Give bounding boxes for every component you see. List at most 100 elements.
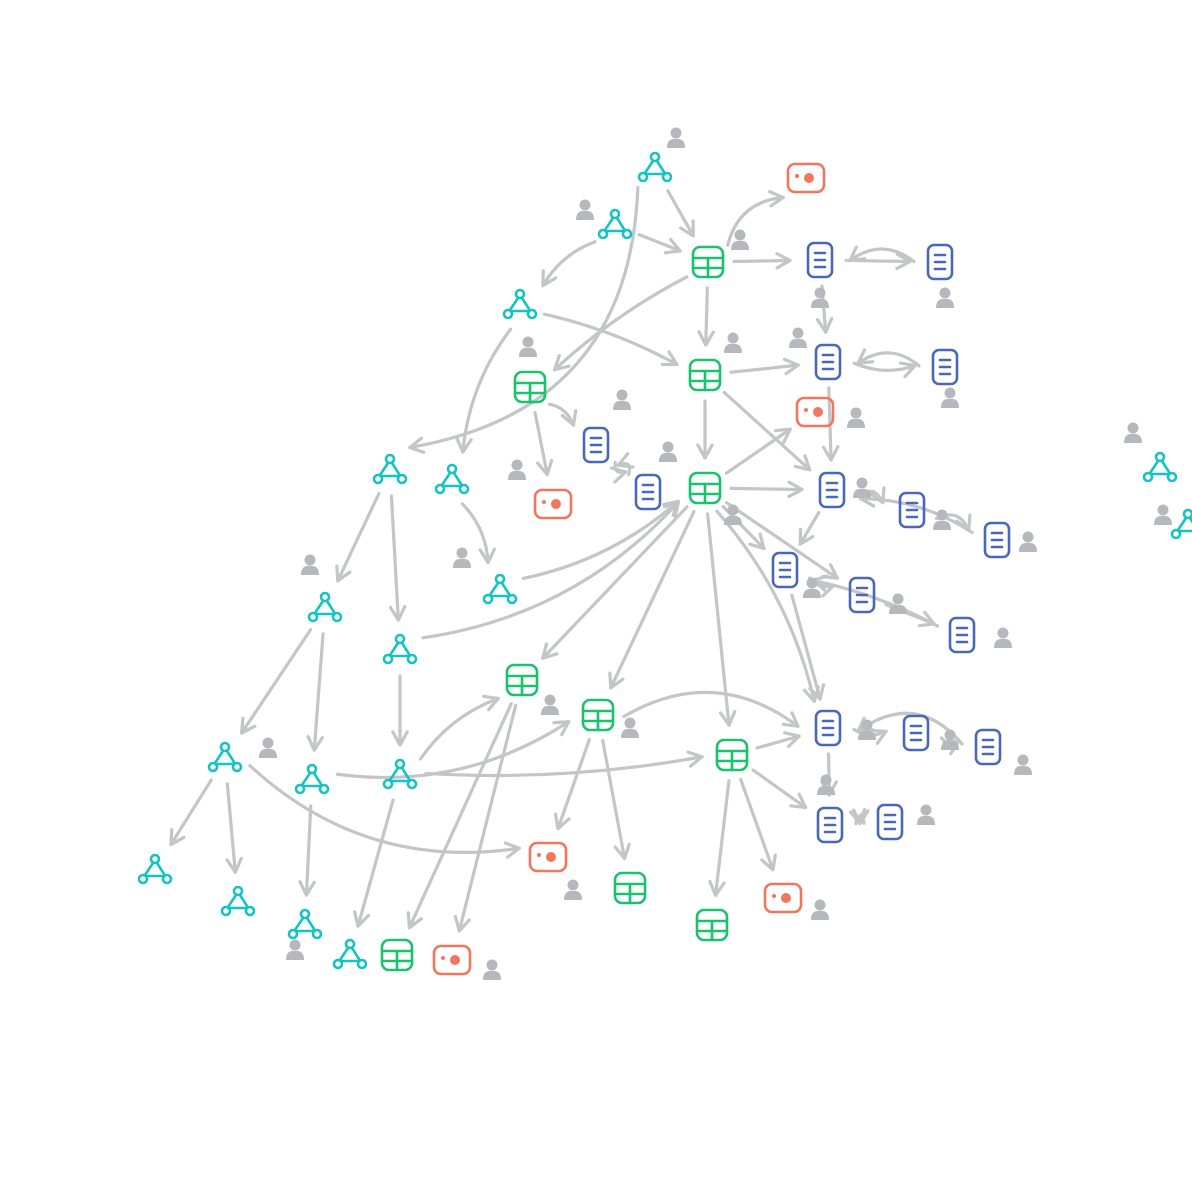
- edge-t3-d3: [729, 357, 800, 376]
- branch-icon: [294, 763, 330, 795]
- user-icon: [301, 554, 319, 575]
- branch-icon: [332, 938, 368, 970]
- table-icon: [581, 698, 615, 732]
- edge-t3-t4: [696, 399, 714, 460]
- branch-icon: [382, 758, 418, 790]
- document-icon: [898, 491, 926, 529]
- edge-d3-d4: [852, 361, 917, 379]
- edge-t4-d7: [729, 480, 804, 499]
- edge-b7-b9: [240, 628, 313, 735]
- edge-t7-d13: [755, 731, 801, 750]
- user-icon: [659, 441, 677, 462]
- document-icon: [814, 343, 842, 381]
- user-icon: [731, 229, 749, 250]
- edge-t3-d7: [722, 390, 812, 472]
- camera-icon: [432, 944, 472, 976]
- camera-icon: [786, 162, 826, 194]
- edge-t6-d13: [622, 690, 800, 728]
- table-icon: [715, 738, 749, 772]
- edge-t6-t8: [601, 738, 631, 861]
- user-icon: [853, 477, 871, 498]
- branch-icon: [287, 908, 323, 940]
- edge-b11-t5: [418, 694, 500, 761]
- edge-t4-t5: [541, 505, 689, 660]
- camera-icon: [795, 396, 835, 428]
- user-icon: [858, 719, 876, 740]
- user-icon: [817, 774, 835, 795]
- node-layer: [137, 151, 1192, 976]
- user-icon: [941, 729, 959, 750]
- branch-icon: [307, 591, 343, 623]
- user-icon: [508, 459, 526, 480]
- edge-d5-d6: [609, 460, 628, 484]
- document-icon: [771, 551, 799, 589]
- edge-t1-t3: [697, 286, 715, 347]
- branch-icon: [502, 288, 538, 320]
- edge-b9-b13: [225, 782, 243, 874]
- document-icon: [634, 473, 662, 511]
- edge-t7-d16: [751, 768, 808, 810]
- edge-d10-d13: [790, 593, 826, 701]
- edge-b8-b11: [391, 674, 409, 747]
- edge-d2-d1: [848, 245, 916, 264]
- edge-b4-b8: [388, 494, 407, 622]
- user-icon: [667, 127, 685, 148]
- branch-icon: [137, 853, 173, 885]
- document-icon: [848, 576, 876, 614]
- user-icon: [803, 577, 821, 598]
- user-icon: [1019, 531, 1037, 552]
- document-icon: [814, 709, 842, 747]
- user-icon: [483, 959, 501, 980]
- user-icon: [453, 547, 471, 568]
- edge-t6-c4: [553, 737, 591, 831]
- edge-d6-d5: [616, 452, 635, 477]
- user-icon: [936, 287, 954, 308]
- user-icon: [541, 694, 559, 715]
- user-icon: [933, 509, 951, 530]
- table-icon: [613, 871, 647, 905]
- table-icon: [695, 908, 729, 942]
- camera-icon: [763, 882, 803, 914]
- edge-t7-c5: [739, 777, 777, 872]
- document-icon: [806, 241, 834, 279]
- edge-t4-d11: [724, 501, 839, 580]
- document-icon: [931, 348, 959, 386]
- user-icon: [621, 717, 639, 738]
- user-icon: [724, 332, 742, 353]
- table-icon: [505, 663, 539, 697]
- user-icon: [994, 627, 1012, 648]
- edge-layer: [169, 185, 974, 933]
- edge-t4-c2: [724, 427, 792, 475]
- branch-icon: [372, 453, 408, 485]
- user-icon: [576, 199, 594, 220]
- edge-d17-d16: [852, 808, 870, 826]
- edge-b3-b5: [455, 327, 513, 454]
- user-icon: [286, 939, 304, 960]
- user-icon: [564, 879, 582, 900]
- edge-b8-t4: [421, 500, 681, 640]
- edge-t4-d10: [721, 505, 766, 551]
- user-icon: [613, 389, 631, 410]
- edge-t4-t6: [608, 509, 696, 690]
- edge-b11-t7: [424, 750, 704, 778]
- camera-icon: [528, 841, 568, 873]
- document-icon: [902, 714, 930, 752]
- table-icon: [691, 245, 725, 279]
- edge-t5-c6: [453, 703, 518, 933]
- user-icon: [724, 504, 742, 525]
- edge-t7-t9: [708, 779, 731, 897]
- edge-t4-t7: [706, 512, 737, 727]
- table-icon: [688, 471, 722, 505]
- edge-b2-t1: [637, 233, 682, 255]
- document-icon: [816, 806, 844, 844]
- edge-b5-b6: [460, 502, 497, 565]
- document-icon: [926, 243, 954, 281]
- branch-icon: [434, 463, 470, 495]
- user-icon: [1014, 754, 1032, 775]
- branch-icon: [637, 151, 673, 183]
- user-icon: [941, 387, 959, 408]
- user-icon: [889, 593, 907, 614]
- branch-icon: [597, 208, 633, 240]
- user-icon: [1154, 504, 1172, 525]
